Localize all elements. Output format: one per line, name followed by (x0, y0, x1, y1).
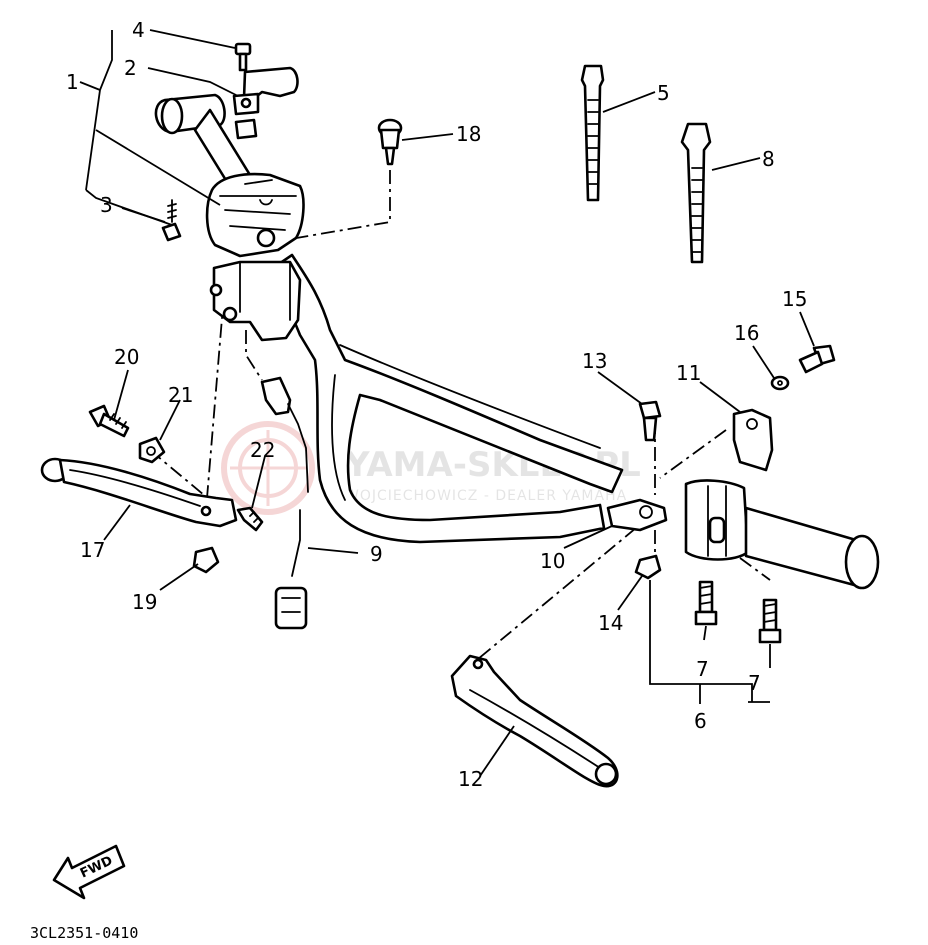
leader-lines (79, 29, 815, 777)
part-5-cable-tie (580, 64, 605, 202)
callout-12: 12 (458, 767, 483, 791)
left-handlebar-switch-assembly (154, 93, 305, 342)
callout-11: 11 (676, 361, 701, 385)
part-17-lever (40, 457, 238, 528)
callout-22: 22 (250, 438, 275, 462)
callout-7a: 7 (696, 657, 709, 681)
callout-17: 17 (80, 538, 105, 562)
part-2-holder (232, 66, 299, 140)
part-16-washer (770, 375, 790, 391)
handlebar (268, 253, 624, 544)
part-15-screw (798, 344, 836, 374)
part-7-screw-a (694, 580, 718, 626)
callout-16: 16 (734, 321, 759, 345)
callout-3: 3 (100, 193, 113, 217)
part-18-bolt (377, 118, 403, 166)
callout-19: 19 (132, 590, 157, 614)
part-4-screw (234, 42, 252, 72)
callout-9: 9 (370, 542, 383, 566)
part-10-lever-holder (606, 498, 668, 532)
callout-4: 4 (132, 18, 145, 42)
callout-labels: 4 2 1 3 5 8 18 20 21 22 17 19 9 13 11 16… (66, 18, 807, 791)
part-13-bolt (638, 400, 662, 442)
callout-13: 13 (582, 349, 607, 373)
callout-8: 8 (762, 147, 775, 171)
part-3-screw (161, 199, 182, 242)
watermark-logo (221, 421, 315, 515)
callout-18: 18 (456, 122, 481, 146)
part-7-screw-b (758, 598, 782, 644)
part-20-bolt (88, 404, 130, 438)
callout-21: 21 (168, 383, 193, 407)
callout-2: 2 (124, 56, 137, 80)
watermark: YAMA-SKLEP.PL WOJCIECHOWICZ - DEALER YAM… (221, 421, 641, 515)
part-19-nut (192, 546, 220, 574)
callout-10: 10 (540, 549, 565, 573)
diagram-code: 3CL2351-0410 (30, 924, 138, 942)
callout-6: 6 (694, 709, 707, 733)
callout-1: 1 (66, 70, 79, 94)
callout-15: 15 (782, 287, 807, 311)
callout-20: 20 (114, 345, 139, 369)
part-21-nut (138, 436, 166, 464)
part-14-nut (634, 554, 662, 580)
part-12-lever (450, 654, 619, 788)
callout-5: 5 (657, 81, 670, 105)
callout-14: 14 (598, 611, 623, 635)
watermark-subtitle: WOJCIECHOWICZ - DEALER YAMAHA (345, 488, 627, 504)
part-9-switch-lead (260, 376, 309, 630)
part-22-screw (236, 506, 264, 532)
part-8-cable-tie (680, 122, 712, 264)
callout-7b: 7 (748, 671, 761, 695)
fwd-arrow-icon: FWD (52, 844, 126, 900)
part-6-throttle-assembly (684, 479, 880, 590)
part-11-bracket (732, 408, 774, 472)
